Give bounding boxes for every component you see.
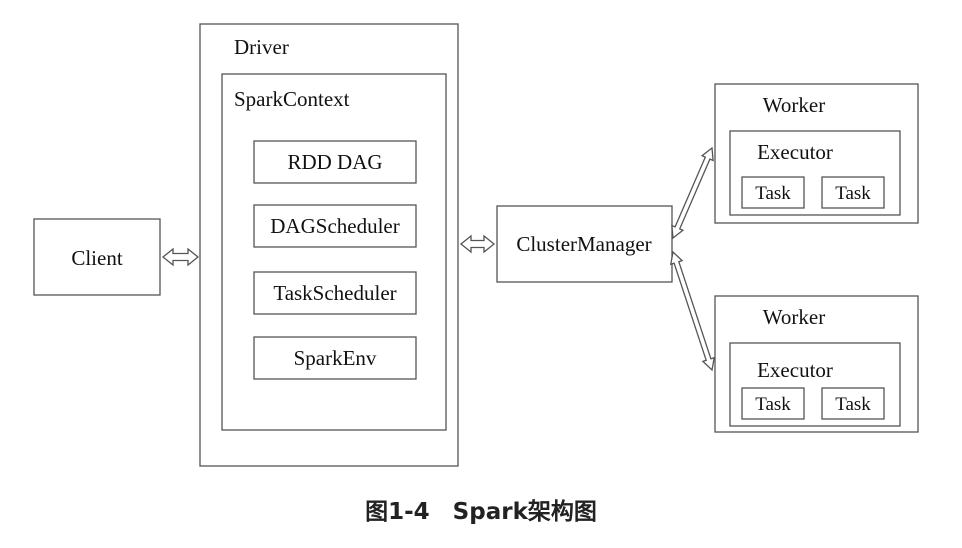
rdd-dag-label: RDD DAG [287, 150, 382, 174]
worker-1-label: Worker [763, 93, 825, 117]
worker-node-2: Worker Executor Task Task [714, 295, 919, 433]
task-2-1-label: Task [755, 394, 791, 415]
cluster-manager-worker-2-arrow [669, 250, 716, 372]
driver-node: Driver SparkContext RDD DAG DAGScheduler… [199, 23, 459, 467]
executor-1: Executor Task Task [729, 130, 901, 216]
task-1-1: Task [741, 176, 805, 209]
executor-1-label: Executor [757, 140, 833, 164]
client-driver-arrow [161, 247, 200, 267]
driver-label: Driver [234, 35, 289, 59]
task-scheduler-label: TaskScheduler [273, 281, 396, 305]
driver-cluster-manager-arrow [459, 234, 496, 254]
task-1-1-label: Task [755, 183, 791, 204]
executor-2-label: Executor [757, 358, 833, 382]
worker-node-1: Worker Executor Task Task [714, 83, 919, 224]
spark-env-component: SparkEnv [253, 336, 417, 380]
task-1-2-label: Task [835, 183, 871, 204]
cluster-manager-node: ClusterManager [496, 205, 673, 283]
spark-env-label: SparkEnv [294, 346, 377, 370]
worker-2-label: Worker [763, 305, 825, 329]
client-node: Client [33, 218, 161, 296]
figure-caption: 图1-4 Spark架构图 [365, 499, 597, 525]
dag-scheduler-component: DAGScheduler [253, 204, 417, 248]
task-scheduler-component: TaskScheduler [253, 271, 417, 315]
task-2-2-label: Task [835, 394, 871, 415]
executor-2: Executor Task Task [729, 342, 901, 427]
cluster-manager-worker-1-arrow [671, 146, 714, 240]
spark-context-label: SparkContext [234, 87, 350, 111]
spark-context-node: SparkContext RDD DAG DAGScheduler TaskSc… [221, 73, 447, 431]
task-2-2: Task [821, 387, 885, 420]
rdd-dag-component: RDD DAG [253, 140, 417, 184]
client-label: Client [71, 246, 122, 270]
cluster-manager-label: ClusterManager [516, 232, 651, 256]
task-1-2: Task [821, 176, 885, 209]
dag-scheduler-label: DAGScheduler [270, 214, 399, 238]
task-2-1: Task [741, 387, 805, 420]
